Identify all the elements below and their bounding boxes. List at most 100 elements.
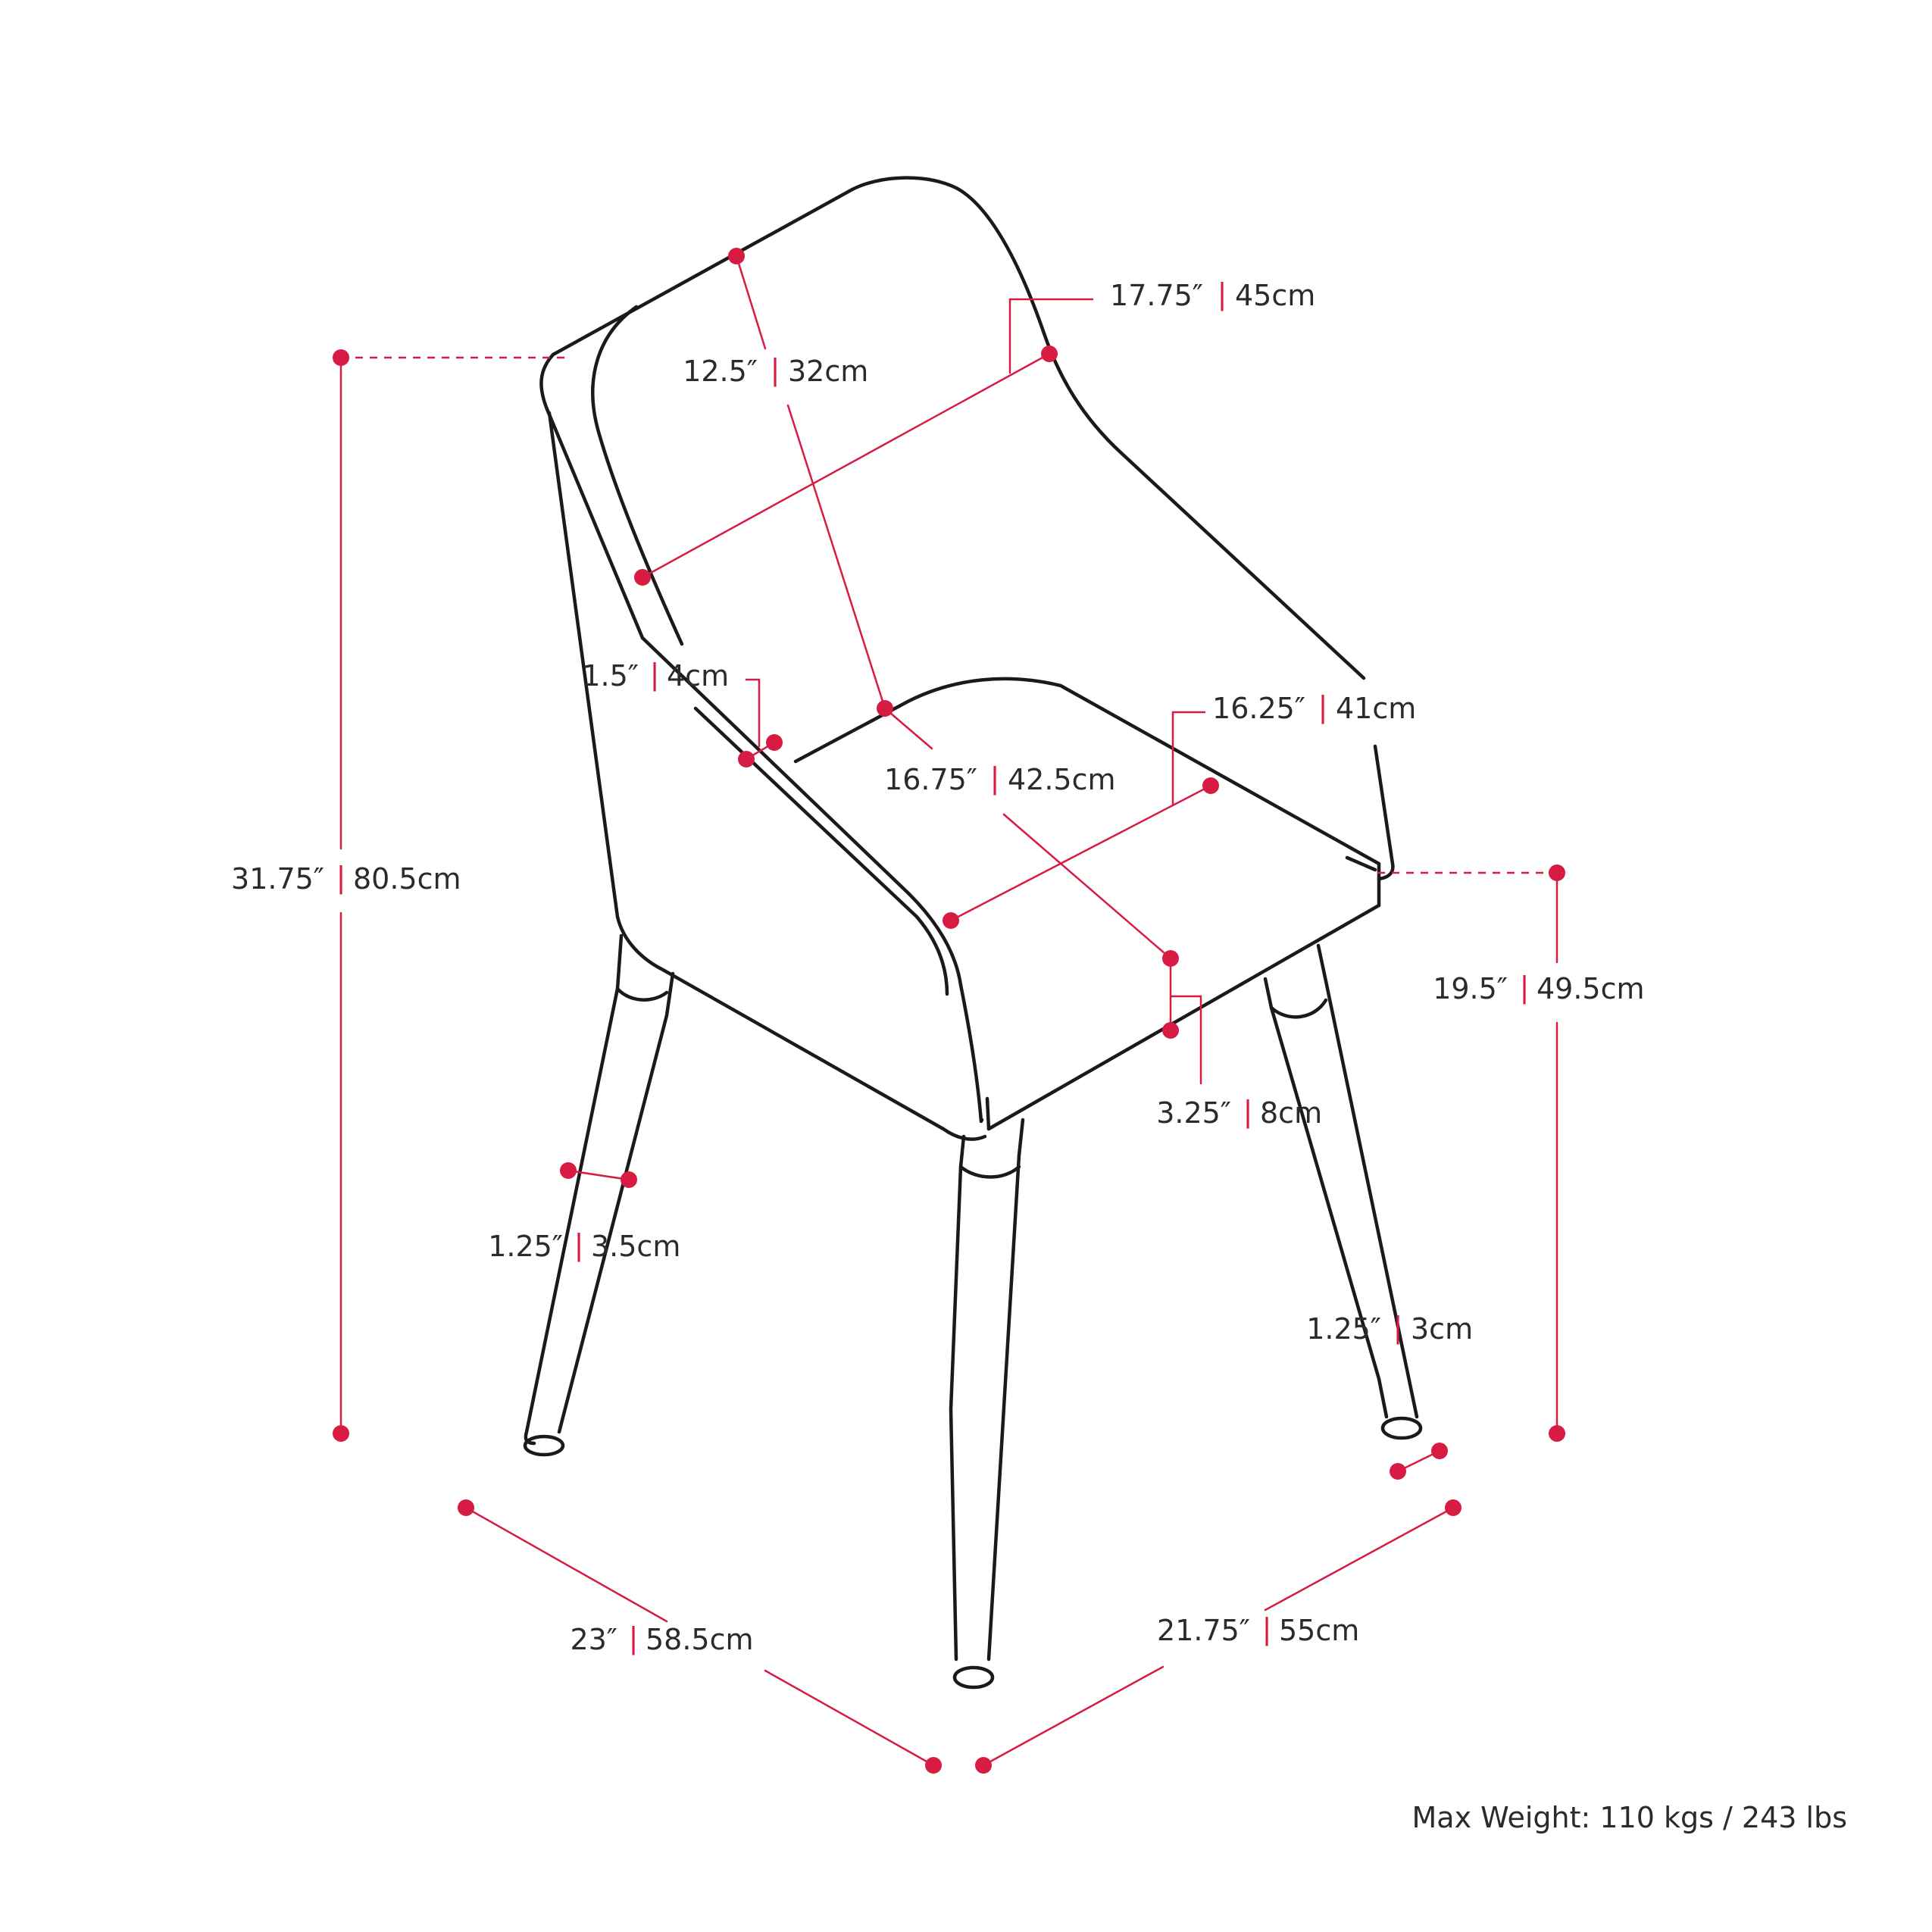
max-weight-label: Max Weight: 110 kgs / 243 lbs — [1412, 1801, 1848, 1834]
leg-bottom-width-separator: | — [1393, 1311, 1403, 1345]
label-leg-bottom-width: 1.25″ | 3cm — [1306, 1311, 1473, 1346]
arm-thickness-imperial: 1.5″ — [582, 659, 639, 692]
leg-back-left-2 — [557, 971, 675, 1434]
leg-top-width-metric: 3.5cm — [591, 1230, 680, 1263]
seat-height-metric: 49.5cm — [1537, 972, 1645, 1005]
seat-width-metric: 41cm — [1336, 692, 1416, 725]
back-height-metric: 32cm — [788, 355, 868, 388]
back-height-imperial: 12.5″ — [683, 355, 758, 388]
leg-back-left-foot — [523, 1434, 565, 1457]
back-width-line — [641, 352, 1051, 579]
leg-back-right-foot — [1380, 1416, 1423, 1440]
leg-top-width-dot-left — [560, 1162, 577, 1179]
back-width-dot-right — [1041, 345, 1058, 362]
overall-depth-metric: 55cm — [1279, 1614, 1359, 1647]
seat-thickness-leader — [1169, 995, 1202, 1085]
label-leg-top-width: 1.25″ | 3.5cm — [488, 1228, 680, 1263]
seat-width-imperial: 16.25″ — [1212, 692, 1305, 725]
label-overall-width: 23″ | 58.5cm — [570, 1621, 753, 1656]
leg-top-width-line — [567, 1169, 630, 1181]
label-back-width: 17.75″ | 45cm — [1110, 277, 1315, 312]
seat-height-dot-bottom — [1549, 1425, 1565, 1442]
label-seat-height: 19.5″ | 49.5cm — [1433, 971, 1644, 1005]
leg-bottom-width-metric: 3cm — [1411, 1312, 1473, 1346]
seat-height-imperial: 19.5″ — [1433, 972, 1508, 1005]
label-seat-thickness: 3.25″ | 8cm — [1156, 1095, 1322, 1130]
back-width-separator: | — [1218, 277, 1227, 311]
overall-depth-dot-left — [975, 1757, 992, 1774]
overall-height-metric: 80.5cm — [353, 862, 461, 896]
seat-height-dot-top — [1549, 864, 1565, 881]
chair-outline — [523, 176, 1423, 1690]
seat-depth-dot-bottom — [1162, 950, 1179, 967]
seat-thickness-imperial: 3.25″ — [1156, 1096, 1231, 1130]
seat-thickness-dot-bottom — [1162, 1022, 1179, 1039]
overall-width-line-bottom — [764, 1669, 935, 1767]
arm-thickness-separator: | — [650, 658, 660, 692]
back-height-dot-bottom — [877, 700, 893, 717]
backrest-top-edge — [551, 176, 1366, 680]
overall-width-dot-left — [458, 1499, 474, 1516]
leg-bottom-width-dot-left — [1390, 1463, 1406, 1480]
leg-top-width-imperial: 1.25″ — [488, 1230, 563, 1263]
back-width-imperial: 17.75″ — [1110, 279, 1203, 312]
overall-depth-line-bottom — [982, 1665, 1165, 1767]
leg-front-collar — [958, 1165, 1021, 1179]
leg-front — [949, 1134, 966, 1662]
leg-bottom-width-imperial: 1.25″ — [1306, 1312, 1381, 1346]
overall-height-dot-bottom — [333, 1425, 349, 1442]
overall-height-imperial: 31.75″ — [231, 862, 324, 896]
seat-top — [793, 677, 1381, 866]
overall-depth-dot-right — [1445, 1499, 1462, 1516]
leg-back-right — [1263, 977, 1389, 1419]
leg-back-left — [524, 933, 624, 1446]
leg-bottom-width-dot-right — [1431, 1443, 1448, 1459]
leg-back-right-collar — [1269, 998, 1328, 1019]
overall-width-imperial: 23″ — [570, 1623, 617, 1656]
leg-top-width-separator: | — [574, 1228, 584, 1262]
seat-width-leader — [1171, 711, 1206, 806]
arm-thickness-dot-left — [738, 751, 755, 767]
overall-depth-separator: | — [1262, 1612, 1272, 1646]
label-arm-thickness: 1.5″ | 4cm — [582, 658, 729, 692]
seat-width-dot-left — [943, 912, 959, 929]
leg-back-right-2 — [1316, 943, 1419, 1419]
seat-width-dot-right — [1202, 777, 1219, 794]
overall-height-separator: | — [336, 861, 346, 895]
back-width-dot-left — [634, 569, 651, 586]
back-side-outer — [547, 411, 665, 972]
label-overall-depth: 21.75″ | 55cm — [1157, 1612, 1359, 1647]
label-seat-depth: 16.75″ | 42.5cm — [884, 761, 1116, 796]
seat-depth-metric: 42.5cm — [1008, 763, 1116, 796]
leg-front-foot — [952, 1665, 995, 1690]
back-width-leader — [1008, 298, 1094, 374]
arm-thickness-metric: 4cm — [667, 659, 729, 692]
backrest-left-rim — [539, 352, 645, 640]
leg-back-left-collar — [615, 986, 669, 1002]
leg-top-width-dot-right — [621, 1171, 637, 1188]
arm-thickness-dot-right — [766, 734, 783, 751]
seat-depth-line-top — [883, 707, 933, 750]
back-height-line-bottom — [786, 404, 886, 710]
overall-depth-line-top — [1264, 1506, 1455, 1612]
dimension-dots — [333, 248, 1565, 1774]
right-arm-front — [1373, 744, 1395, 881]
back-height-separator: | — [771, 353, 780, 387]
label-seat-width: 16.25″ | 41cm — [1212, 690, 1416, 725]
back-width-metric: 45cm — [1235, 279, 1315, 312]
overall-height-dot-top — [333, 349, 349, 366]
overall-depth-imperial: 21.75″ — [1157, 1614, 1250, 1647]
seat-thickness-metric: 8cm — [1260, 1096, 1322, 1130]
dimension-labels: 17.75″ | 45cm 12.5″ | 32cm 31.75″ | 80.5… — [231, 277, 1847, 1834]
left-arm-outer — [640, 636, 963, 987]
dimension-lines — [339, 255, 1558, 1767]
overall-width-dot-right — [925, 1757, 942, 1774]
back-height-dot-top — [728, 248, 745, 264]
seat-depth-imperial: 16.75″ — [884, 763, 977, 796]
overall-width-line-top — [464, 1506, 668, 1623]
body-front-bottom — [986, 903, 1381, 1131]
seat-depth-line-bottom — [1002, 813, 1172, 960]
seat-width-line — [949, 784, 1212, 922]
body-bottom-edge — [661, 968, 987, 1141]
